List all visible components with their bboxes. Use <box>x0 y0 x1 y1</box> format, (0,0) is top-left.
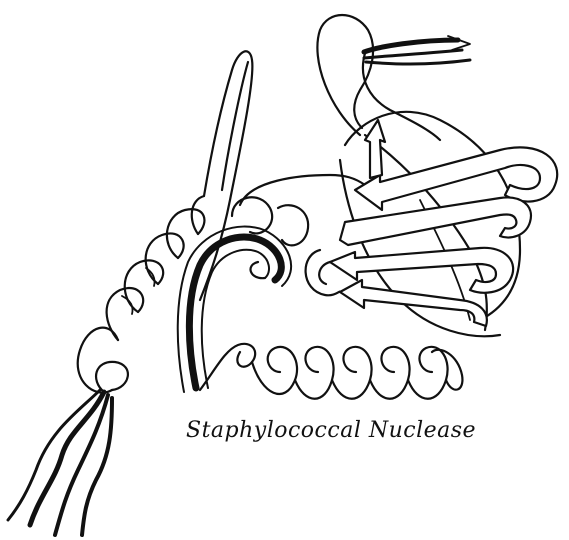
long-loop <box>200 51 252 300</box>
beta-strand-2 <box>340 197 531 245</box>
left-alpha-helix <box>78 196 205 393</box>
figure-caption: Staphylococcal Nuclease <box>186 418 476 443</box>
beta-strand-4 <box>340 280 487 326</box>
beta-sheet <box>306 112 558 336</box>
beta-strand-1 <box>355 147 557 210</box>
c-terminal-region <box>317 15 470 140</box>
bottom-alpha-helix <box>200 344 462 399</box>
n-terminal-tail <box>8 390 112 535</box>
highlighted-strand <box>178 227 291 392</box>
